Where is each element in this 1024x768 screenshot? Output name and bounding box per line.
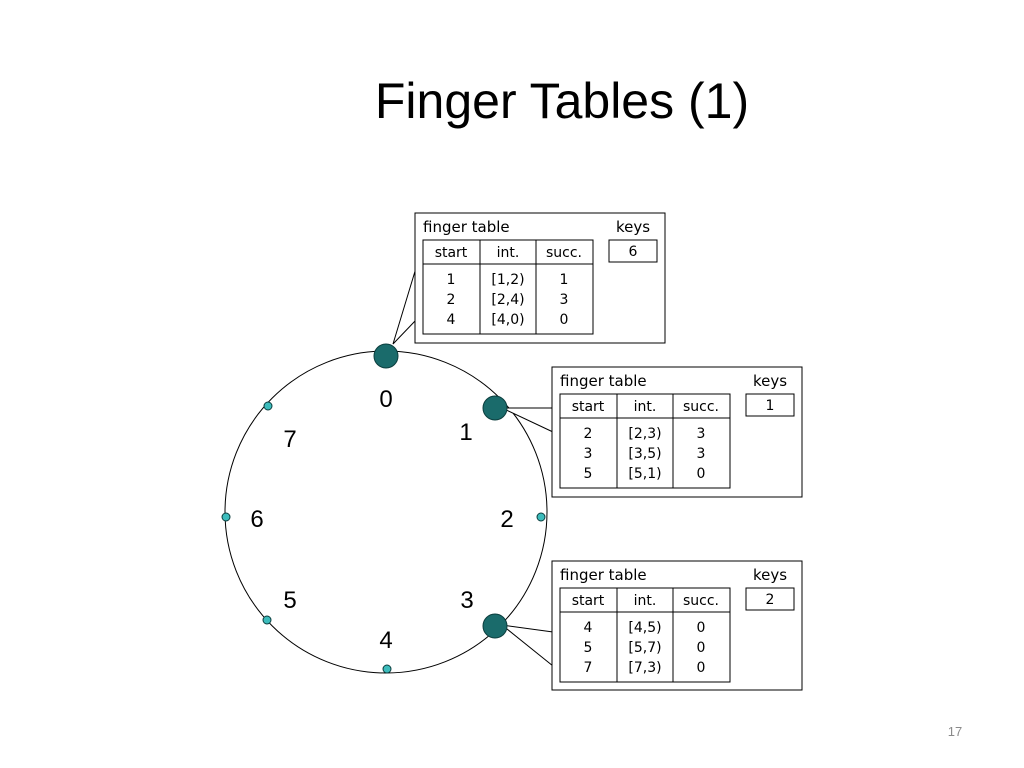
- cell-interval: [7,3): [628, 660, 661, 676]
- cell-successor: 0: [697, 640, 706, 656]
- empty-position-dot-4: [382, 664, 392, 674]
- ring-label-0: 0: [379, 386, 392, 413]
- cell-start: 5: [584, 640, 593, 656]
- cell-interval: [1,2): [491, 272, 524, 288]
- cell-start: 2: [584, 426, 593, 442]
- ring-label-5: 5: [283, 587, 296, 614]
- cell-successor: 3: [697, 446, 706, 462]
- cell-start: 1: [447, 272, 456, 288]
- column-header-interval: int.: [634, 399, 657, 415]
- cell-start: 7: [584, 660, 593, 676]
- callout-pointer-node-0: [392, 267, 417, 345]
- column-header-interval: int.: [634, 593, 657, 609]
- column-header-interval: int.: [497, 245, 520, 261]
- finger-table-body: [559, 417, 731, 489]
- keys-heading: keys: [753, 566, 787, 584]
- cell-successor: 0: [697, 660, 706, 676]
- empty-position-dot-7: [263, 401, 273, 411]
- finger-table-callout-node-3: finger table keys 2 start int. succ. 4 5…: [551, 560, 803, 691]
- keys-box: [745, 393, 795, 417]
- finger-table-header: [422, 239, 594, 265]
- keys-box: [608, 239, 658, 263]
- keys-value: 2: [766, 592, 775, 608]
- ring-label-6: 6: [250, 506, 263, 533]
- cell-start: 4: [584, 620, 593, 636]
- ring-label-7: 7: [283, 426, 296, 453]
- empty-position-dot-2: [536, 512, 546, 522]
- page-number: 17: [947, 724, 963, 739]
- finger-table-heading: finger table: [560, 566, 647, 584]
- finger-table-header: [559, 587, 731, 613]
- cell-start: 4: [447, 312, 456, 328]
- column-header-start: start: [572, 593, 605, 609]
- keys-box: [745, 587, 795, 611]
- node-1-dot[interactable]: [482, 395, 508, 421]
- cell-start: 3: [584, 446, 593, 462]
- cell-successor: 1: [560, 272, 569, 288]
- callout-pointer-node-1: [501, 407, 554, 433]
- ring-label-1: 1: [459, 419, 472, 446]
- cell-successor: 3: [697, 426, 706, 442]
- keys-heading: keys: [616, 218, 650, 236]
- cell-interval: [2,3): [628, 426, 661, 442]
- node-0-dot[interactable]: [373, 343, 399, 369]
- ring-label-3: 3: [460, 587, 473, 614]
- ring-label-4: 4: [379, 627, 392, 654]
- slide-title: Finger Tables (1): [374, 73, 750, 129]
- cell-interval: [2,4): [491, 292, 524, 308]
- keys-value: 1: [766, 398, 775, 414]
- column-header-successor: succ.: [546, 245, 582, 261]
- keys-value: 6: [629, 244, 638, 260]
- column-header-successor: succ.: [683, 593, 719, 609]
- column-header-successor: succ.: [683, 399, 719, 415]
- finger-table-callout-node-1: finger table keys 1 start int. succ. 2 3…: [551, 366, 803, 498]
- ring-label-2: 2: [500, 506, 513, 533]
- finger-table-body: [422, 263, 594, 335]
- callout-pointer-node-3: [500, 624, 554, 667]
- column-header-start: start: [572, 399, 605, 415]
- finger-table-body: [559, 611, 731, 683]
- cell-start: 2: [447, 292, 456, 308]
- cell-successor: 3: [560, 292, 569, 308]
- empty-position-dot-5: [262, 615, 272, 625]
- cell-interval: [4,0): [491, 312, 524, 328]
- finger-table-heading: finger table: [423, 218, 510, 236]
- keys-heading: keys: [753, 372, 787, 390]
- cell-successor: 0: [697, 466, 706, 482]
- finger-table-callout-node-0: finger table keys 6 start int. succ. 1 2…: [414, 212, 666, 344]
- finger-table-heading: finger table: [560, 372, 647, 390]
- cell-successor: 0: [697, 620, 706, 636]
- node-3-dot[interactable]: [482, 613, 508, 639]
- finger-table-header: [559, 393, 731, 419]
- empty-position-dot-6: [221, 512, 231, 522]
- cell-interval: [3,5): [628, 446, 661, 462]
- cell-successor: 0: [560, 312, 569, 328]
- cell-interval: [4,5): [628, 620, 661, 636]
- column-header-start: start: [435, 245, 468, 261]
- cell-interval: [5,7): [628, 640, 661, 656]
- cell-interval: [5,1): [628, 466, 661, 482]
- cell-start: 5: [584, 466, 593, 482]
